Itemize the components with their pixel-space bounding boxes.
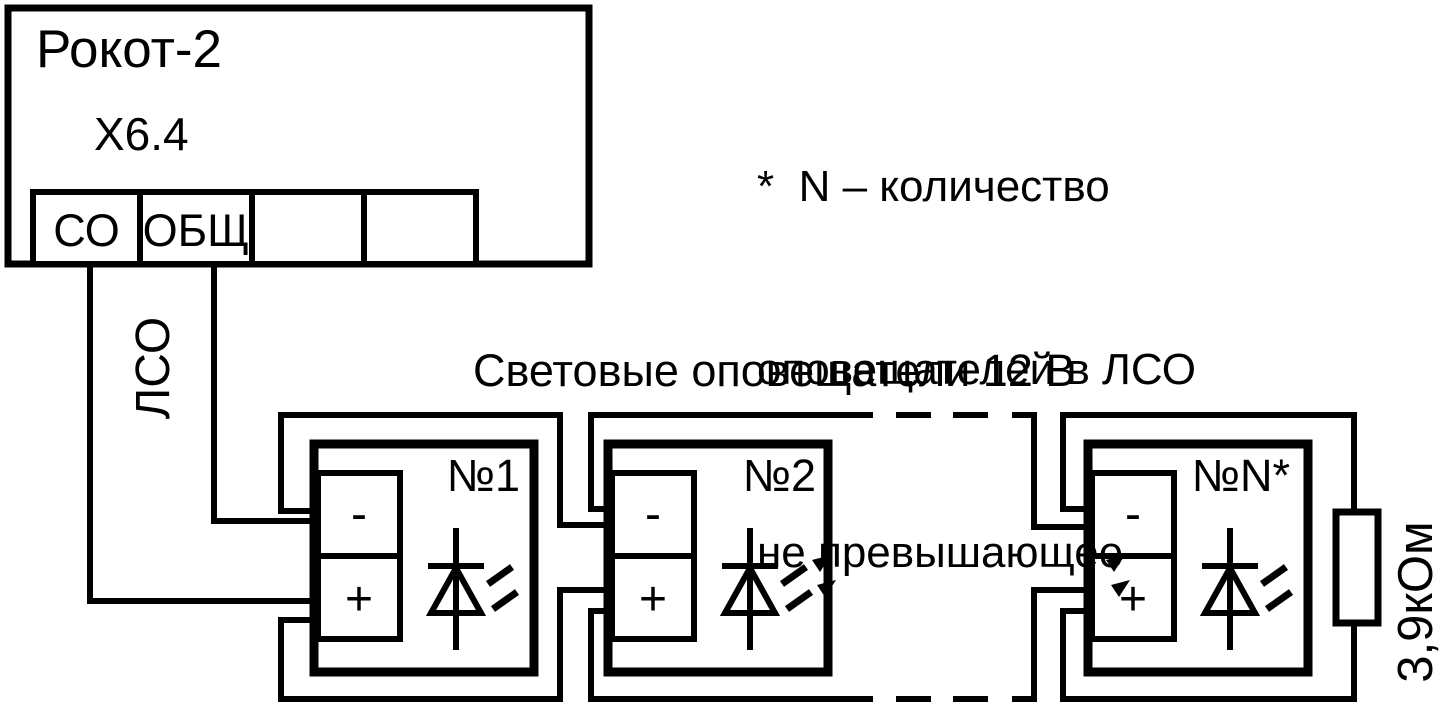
wire-loop2-plus [588,608,873,702]
footnote-line: оповещателей в ЛСО [757,345,1196,394]
footnote: * N – количество оповещателей в ЛСО не п… [757,34,1286,710]
resistor-symbol [1332,508,1382,627]
wire-loop1-plus [278,587,612,702]
connector-label: X6.4 [94,108,189,160]
footnote-line: * N – количество [757,162,1110,211]
plus-terminal-label: + [638,573,668,626]
plus-terminal-label: + [344,573,374,626]
wire-in-n-plus [1012,587,1095,702]
annunciator-n-number: №N* [1191,450,1290,501]
wire-obshch-to-minus [211,261,316,524]
plus-terminal-label: + [1118,573,1148,626]
line-label-lso: ЛСО [127,316,180,420]
terminal-label-obshch: ОБЩ [142,205,250,256]
wire-loop2-minus [588,412,873,512]
terminal-cell-co [30,189,143,267]
resistor-value-label: 3,9кОм [1389,521,1443,683]
group-title: Световые оповещатели 12 В [473,345,1076,396]
annunciator-2-number: №2 [742,450,816,501]
minus-terminal-label: - [645,488,661,541]
terminal-cell-empty-1 [249,189,367,267]
wire-co-to-plus [87,261,316,604]
footnote-line: максимально-допустимое [757,705,1286,710]
terminal-cell-obshch [137,189,255,267]
terminal-label-co: СО [53,205,120,256]
annunciator-1-number: №1 [446,450,520,501]
wire-n-minus-to-resistor [1060,412,1357,512]
minus-terminal-label: - [1125,488,1141,541]
wire-loop1-minus [278,412,612,528]
panel-terminal-strip [30,189,479,267]
panel-title: Рокот-2 [36,20,222,79]
minus-terminal-label: - [351,488,367,541]
footnote-line: не превышающее [757,528,1124,577]
wire-n-plus-to-resistor [1060,608,1357,702]
wire-in-n-minus [1012,412,1095,530]
terminal-cell-empty-2 [361,189,479,267]
